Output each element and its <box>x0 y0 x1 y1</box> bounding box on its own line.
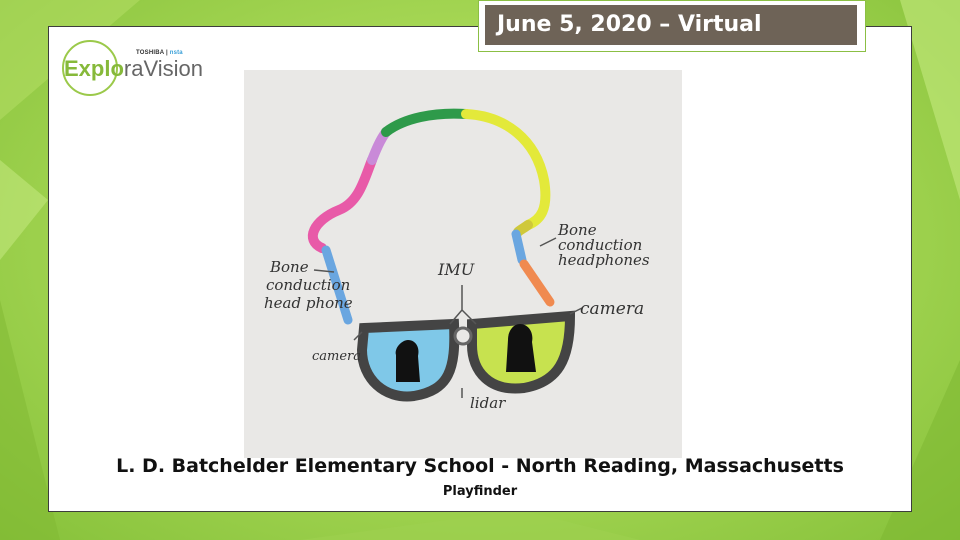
headband-yellow <box>461 109 551 230</box>
project-name: Playfinder <box>442 484 518 499</box>
glasses-sketch: Bone conduction head phone Bone conducti… <box>264 108 650 412</box>
label-bone-left-2: conduction <box>266 276 350 294</box>
logo-sponsor: TOSHIBA <box>136 50 165 56</box>
label-imu: IMU <box>437 260 475 279</box>
label-bone-right-3: headphones <box>558 251 650 269</box>
center-bridge-sensor <box>453 326 473 346</box>
school-name: L. D. Batchelder Elementary School - Nor… <box>116 455 844 477</box>
right-temple-orange <box>519 259 555 307</box>
left-lens-silhouette <box>395 340 420 382</box>
right-temple-blue <box>511 229 527 265</box>
glasses-drawing: Bone conduction head phone Bone conducti… <box>244 70 682 458</box>
logo-wordmark: ExploraVision <box>64 56 203 82</box>
logo-partner: nsta <box>169 50 183 56</box>
label-camera-left: camera <box>312 349 361 364</box>
label-camera-right: camera <box>580 299 644 319</box>
logo-circle-icon <box>62 40 118 96</box>
headband-green <box>381 108 471 137</box>
date-banner-text: June 5, 2020 – Virtual <box>485 5 857 45</box>
right-lens-silhouette <box>506 324 536 372</box>
headband-pink <box>307 155 377 253</box>
logo-word-part1: Explo <box>64 56 124 81</box>
label-bone-right-2: conduction <box>558 236 642 254</box>
logo-word-part2: raVision <box>123 56 203 81</box>
exploravision-logo: TOSHIBA | nsta ExploraVision <box>60 36 203 102</box>
label-bone-left-3: head phone <box>264 294 353 312</box>
label-bone-left-1: Bone <box>269 258 309 276</box>
headband-yellow-dark <box>513 220 533 237</box>
logo-sponsor-line: TOSHIBA | nsta <box>136 50 183 56</box>
left-temple <box>321 245 353 325</box>
label-bone-right-1: Bone <box>557 221 597 239</box>
label-lidar: lidar <box>470 394 506 412</box>
date-banner: June 5, 2020 – Virtual <box>478 0 866 52</box>
